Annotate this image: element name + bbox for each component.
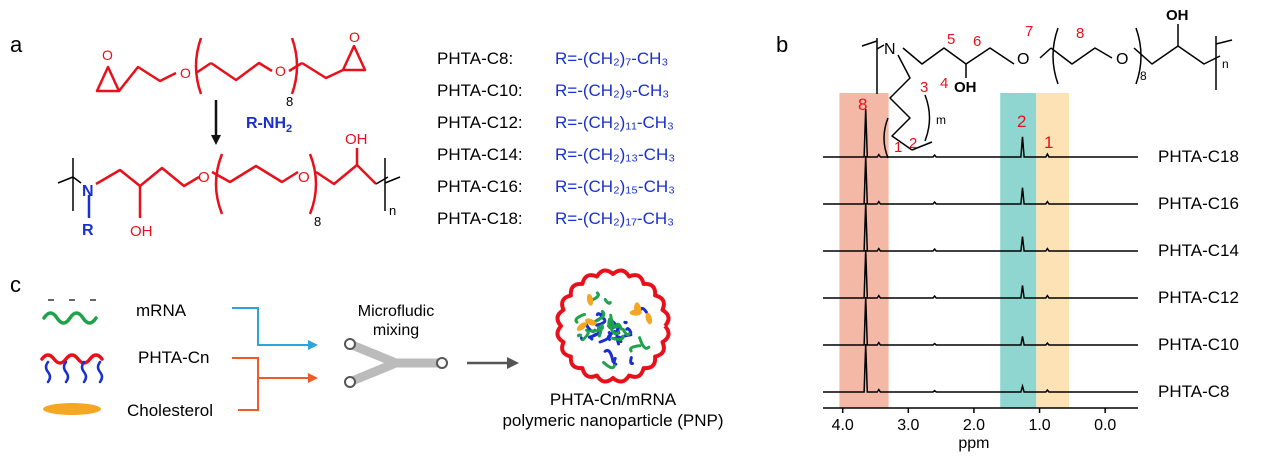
mrna-icon — [42, 299, 98, 325]
r-table-formula-1: R=-(CH₂)₉-CH₃ — [555, 81, 669, 100]
nmr-spectra: PHTA-C18PHTA-C16PHTA-C14PHTA-C12PHTA-C10… — [823, 108, 1239, 401]
panel-letter-c: c — [10, 272, 21, 297]
polymer-oh-2: OH — [345, 131, 368, 148]
carbon-label-2: 2 — [909, 135, 917, 152]
spectrum-label-5: PHTA-C8 — [1158, 382, 1229, 401]
r-table-name-2: PHTA-C12: — [437, 113, 523, 132]
carbon-label-5: 5 — [947, 31, 955, 48]
mrna-label: mRNA — [136, 301, 187, 320]
reagent-label: R-NH2 — [246, 115, 292, 135]
mixing-label-1: Microfludic — [358, 303, 434, 320]
structure-b-oh2: OH — [1166, 7, 1189, 24]
cholesterol-label: Cholesterol — [127, 401, 213, 420]
x-tick-label-3: 1.0 — [1028, 417, 1050, 434]
r-table-name-4: PHTA-C16: — [437, 177, 523, 196]
structure-b-o2: O — [1116, 51, 1128, 68]
spectrum-label-3: PHTA-C12 — [1158, 288, 1239, 307]
structure-b-subm: m — [936, 113, 946, 127]
diepoxide-structure — [95, 37, 367, 95]
spectrum-label-4: PHTA-C10 — [1158, 335, 1239, 354]
epoxide-o-right: O — [349, 29, 360, 45]
polymer-subscript-n: n — [389, 203, 396, 218]
panel-b: b PHTA-C18PHTA-C16PHTA-C14PHTA-C12PHTA-C… — [776, 7, 1239, 452]
ether-o-2: O — [275, 63, 286, 79]
mrna-arrow — [232, 307, 318, 350]
polymer-n-atom: N — [82, 183, 94, 200]
peak-label-1: 1 — [1044, 133, 1053, 152]
lipid-arrow — [232, 357, 313, 411]
nanoparticle-icon — [555, 268, 671, 384]
structure-b — [861, 24, 1233, 159]
spectrum-PHTA-C14 — [823, 202, 1138, 252]
x-tick-label-0: 4.0 — [832, 417, 854, 434]
spectrum-PHTA-C12 — [823, 249, 1138, 299]
panel-letter-a: a — [10, 32, 23, 57]
carbon-label-8: 8 — [1076, 25, 1084, 42]
polymer-ether-o-1: O — [198, 169, 210, 186]
structure-b-oh1: OH — [954, 79, 977, 96]
carbon-label-6: 6 — [973, 33, 981, 50]
product-label-1: PHTA-Cn/mRNA — [550, 390, 677, 409]
x-tick-label-2: 2.0 — [963, 417, 985, 434]
polymer-icon — [40, 353, 104, 384]
ppm-axis: 4.0 3.0 2.0 1.0 0.0 ppm — [823, 407, 1138, 452]
structure-b-n: N — [884, 41, 896, 58]
polymer-r-group: R — [82, 222, 94, 239]
structure-b-subn: n — [1222, 57, 1229, 71]
spectrum-PHTA-C8 — [823, 343, 1138, 393]
carbon-label-4: 4 — [940, 75, 948, 92]
r-table-formula-5: R=-(CH₂)₁₇-CH₃ — [555, 209, 674, 228]
panel-a: a O O O O 8 R-NH2 — [10, 29, 675, 240]
x-tick-label-1: 3.0 — [897, 417, 919, 434]
spectrum-label-1: PHTA-C16 — [1158, 194, 1239, 213]
r-table-name-3: PHTA-C14: — [437, 145, 523, 164]
microfluidic-chip-icon — [344, 338, 448, 388]
epoxide-ring-left — [95, 65, 121, 93]
peak-label-8: 8 — [858, 95, 867, 114]
mixing-label-2: mixing — [373, 322, 419, 339]
product-label-2: polymeric nanoparticle (PNP) — [502, 411, 723, 430]
r-table-name-5: PHTA-C18: — [437, 209, 523, 228]
polymer-ether-o-2: O — [298, 169, 310, 186]
spectrum-PHTA-C10 — [823, 296, 1138, 346]
ether-o-1: O — [180, 65, 191, 81]
polymer-label: PHTA-Cn — [138, 348, 209, 367]
x-axis-label: ppm — [958, 435, 989, 452]
epoxide-o-left: O — [102, 47, 113, 63]
polymer-subscript-8: 8 — [314, 214, 321, 229]
carbon-label-1: 1 — [894, 139, 902, 156]
r-table-name-0: PHTA-C8: — [437, 49, 513, 68]
peak-labels: 8 2 1 — [858, 95, 1053, 152]
carbon-label-7: 7 — [1025, 23, 1033, 40]
r-table-name-1: PHTA-C10: — [437, 81, 523, 100]
monomer-subscript-8: 8 — [286, 94, 293, 109]
r-table-formula-3: R=-(CH₂)₁₃-CH₃ — [555, 145, 675, 164]
polymer-oh-1: OH — [130, 223, 153, 240]
epoxide-ring-right — [341, 44, 367, 72]
spectrum-label-0: PHTA-C18 — [1158, 147, 1239, 166]
spectrum-label-2: PHTA-C14 — [1158, 241, 1239, 260]
structure-b-sub8: 8 — [1140, 69, 1147, 83]
r-table-formula-4: R=-(CH₂)₁₅-CH₃ — [555, 177, 675, 196]
panel-c: c mRNA PHTA-Cn Cholesterol — [10, 268, 724, 430]
x-tick-label-4: 0.0 — [1094, 417, 1116, 434]
r-group-table: PHTA-C8: R=-(CH₂)₇-CH₃ PHTA-C10: R=-(CH₂)₉-… — [437, 49, 675, 228]
r-table-formula-2: R=-(CH₂)₁₁-CH₃ — [555, 113, 674, 132]
panel-letter-b: b — [776, 32, 788, 57]
carbon-labels: 1 2 3 4 5 6 7 8 — [894, 23, 1084, 156]
cholesterol-icon — [43, 403, 101, 415]
structure-b-o1: O — [1017, 51, 1029, 68]
polymer-structure — [57, 148, 401, 218]
spectrum-PHTA-C16 — [823, 155, 1138, 205]
spectrum-PHTA-C18 — [823, 108, 1138, 158]
peak-label-2: 2 — [1017, 112, 1026, 131]
carbon-label-3: 3 — [920, 79, 928, 96]
r-table-formula-0: R=-(CH₂)₇-CH₃ — [555, 49, 668, 68]
